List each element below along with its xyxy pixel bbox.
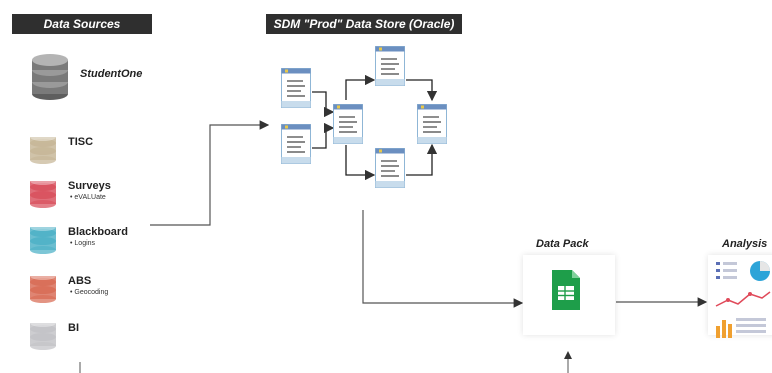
- database-icon: [28, 176, 58, 210]
- bullet: •: [70, 240, 75, 247]
- database-icon: [28, 222, 58, 256]
- source-label: BI: [68, 322, 79, 334]
- store-link-5: [345, 145, 376, 181]
- spreadsheet-icon: [552, 270, 580, 310]
- database-icon: [28, 271, 58, 305]
- source-sublabel: • eVALUate: [70, 194, 106, 201]
- source-sublabel-text: eVALUate: [74, 194, 106, 201]
- store-link-2: [312, 122, 335, 149]
- data-pack-title: Data Pack: [536, 238, 589, 250]
- source-studentone-label: StudentOne: [80, 68, 143, 80]
- source-sublabel-text: Geocoding: [74, 289, 109, 296]
- source-label: Blackboard: [68, 226, 128, 238]
- table-icon: [375, 46, 405, 86]
- store-link-1: [312, 91, 335, 118]
- bullet: •: [70, 194, 75, 201]
- database-icon: [28, 132, 58, 166]
- database-icon: [28, 54, 72, 102]
- table-icon: [375, 148, 405, 188]
- bullet: •: [70, 289, 75, 296]
- store-link-3: [345, 74, 376, 100]
- source-sublabel-text: Logins: [74, 240, 96, 247]
- arrow-sources-to-store: [150, 120, 270, 226]
- table-icon: [333, 104, 363, 144]
- table-icon: [281, 68, 311, 108]
- table-icon: [417, 104, 447, 144]
- source-label: TISC: [68, 136, 94, 148]
- data-sources-title: Data Sources: [12, 14, 152, 34]
- data-store-title: SDM "Prod" Data Store (Oracle): [266, 14, 462, 34]
- dashboard-icon: [714, 258, 772, 340]
- database-icon: [28, 318, 58, 352]
- arrow-store-to-datapack: [362, 210, 524, 308]
- analysis-title: Analysis: [722, 238, 768, 250]
- store-link-4: [406, 79, 438, 102]
- table-icon: [281, 124, 311, 164]
- source-sublabel: • Geocoding: [70, 289, 108, 296]
- source-sublabel: • Logins: [70, 240, 95, 247]
- store-link-6: [406, 143, 438, 176]
- source-label: Surveys: [68, 180, 111, 192]
- source-label: ABS: [68, 275, 92, 287]
